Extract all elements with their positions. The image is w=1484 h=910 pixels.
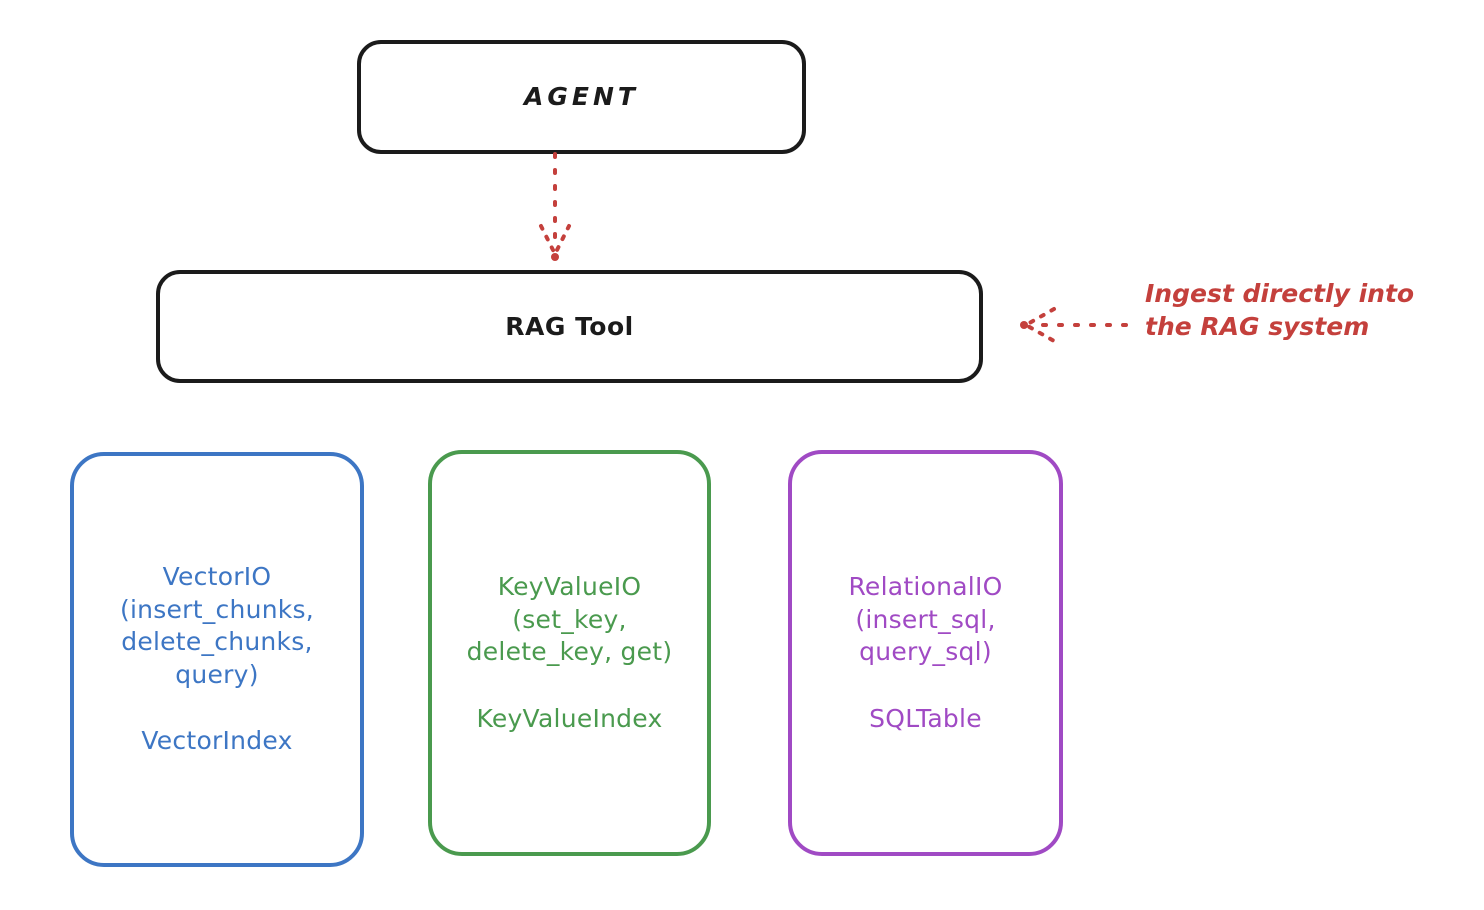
- node-vector-io[interactable]: VectorIO (insert_chunks, delete_chunks, …: [70, 452, 364, 867]
- node-vector-io-label: VectorIO (insert_chunks, delete_chunks, …: [119, 562, 314, 689]
- connector-agent-to-rag-tool: [539, 152, 571, 261]
- node-vector-io-sublabel: VectorIndex: [141, 726, 293, 756]
- node-key-value-io-label: KeyValueIO (set_key, delete_key, get): [466, 572, 673, 666]
- node-agent[interactable]: AGENT: [357, 40, 806, 154]
- connector-ingest-arrow: [1020, 307, 1128, 343]
- node-key-value-io-sublabel: KeyValueIndex: [476, 703, 663, 733]
- node-rag-tool-label: RAG Tool: [505, 311, 634, 341]
- annotation-ingest-directly: Ingest directly into the RAG system: [1145, 279, 1415, 341]
- node-relational-io-label: RelationalIO (insert_sql, query_sql): [848, 572, 1003, 666]
- node-relational-io[interactable]: RelationalIO (insert_sql, query_sql) SQL…: [788, 450, 1063, 856]
- node-key-value-io[interactable]: KeyValueIO (set_key, delete_key, get) Ke…: [428, 450, 711, 856]
- node-agent-label: AGENT: [524, 82, 639, 112]
- node-rag-tool[interactable]: RAG Tool: [156, 270, 983, 383]
- node-relational-io-sublabel: SQLTable: [869, 703, 982, 733]
